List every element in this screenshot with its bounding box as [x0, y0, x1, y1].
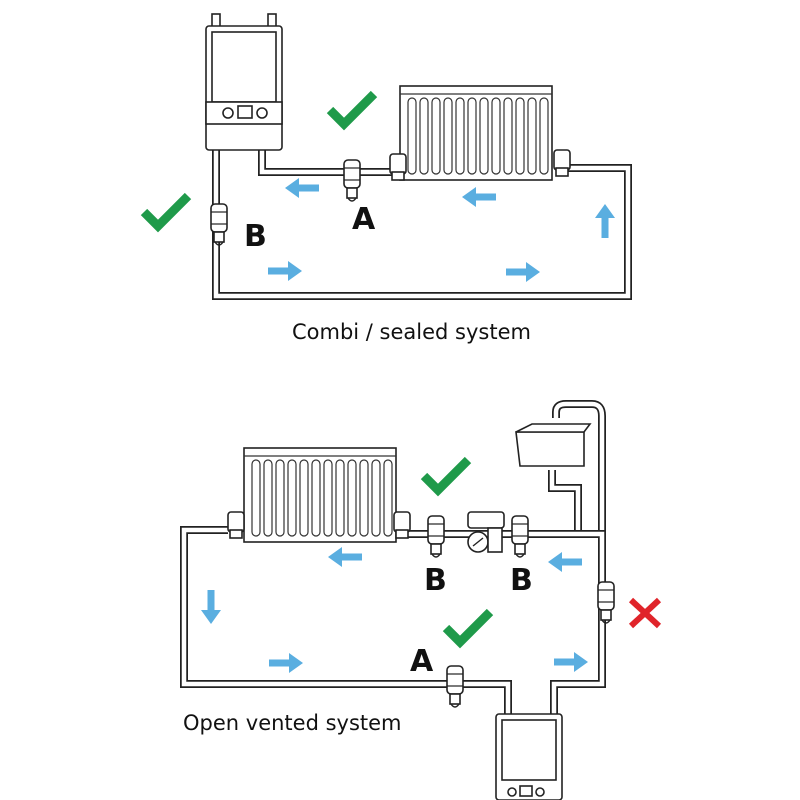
- combi-boiler: [205, 13, 283, 151]
- open-label-b-right: B: [510, 563, 533, 598]
- open-valve-b-right-icon: [511, 515, 529, 558]
- open-radiator: [227, 447, 411, 543]
- flow-arrow-icon: [285, 178, 319, 198]
- combi-caption: Combi / sealed system: [292, 320, 531, 344]
- flow-arrow-icon: [462, 187, 496, 207]
- vent-pipe: [548, 400, 606, 540]
- circulating-pump: [467, 511, 505, 553]
- boiler-dial-icon: [256, 107, 268, 119]
- combi-label-b: B: [244, 219, 267, 254]
- flow-arrow-icon: [548, 552, 582, 572]
- check-mark-icon: [330, 94, 374, 124]
- open-caption: Open vented system: [183, 711, 402, 735]
- open-valve-a-icon: [446, 665, 464, 708]
- check-mark-icon: [446, 612, 490, 642]
- flow-arrow-icon: [506, 262, 540, 282]
- check-mark-icon: [144, 196, 188, 226]
- cross-mark-icon: [628, 597, 662, 629]
- open-pipe-circuit: [180, 526, 606, 716]
- combi-valve-b-icon: [210, 203, 228, 246]
- open-valve-rejected-icon: [597, 581, 615, 624]
- feed-tank: [515, 423, 592, 467]
- combi-label-a: A: [352, 202, 376, 237]
- flow-arrow-icon: [269, 653, 303, 673]
- open-boiler: [495, 713, 563, 800]
- check-mark-icon: [424, 460, 468, 490]
- flow-arrow-icon: [201, 590, 221, 624]
- open-valve-b-left-icon: [427, 515, 445, 558]
- flow-arrow-icon: [328, 547, 362, 567]
- flow-arrow-icon: [554, 652, 588, 672]
- flow-arrow-icon: [595, 204, 615, 238]
- flow-arrow-icon: [268, 261, 302, 281]
- combi-system: A B Combi / sealed system: [144, 13, 632, 344]
- open-vented-system: B B A Open vented system: [180, 400, 662, 800]
- open-label-a: A: [410, 644, 434, 679]
- open-label-b-left: B: [424, 563, 447, 598]
- combi-valve-a-icon: [343, 159, 361, 202]
- boiler-dial-icon: [222, 107, 234, 119]
- combi-radiator: [389, 85, 571, 181]
